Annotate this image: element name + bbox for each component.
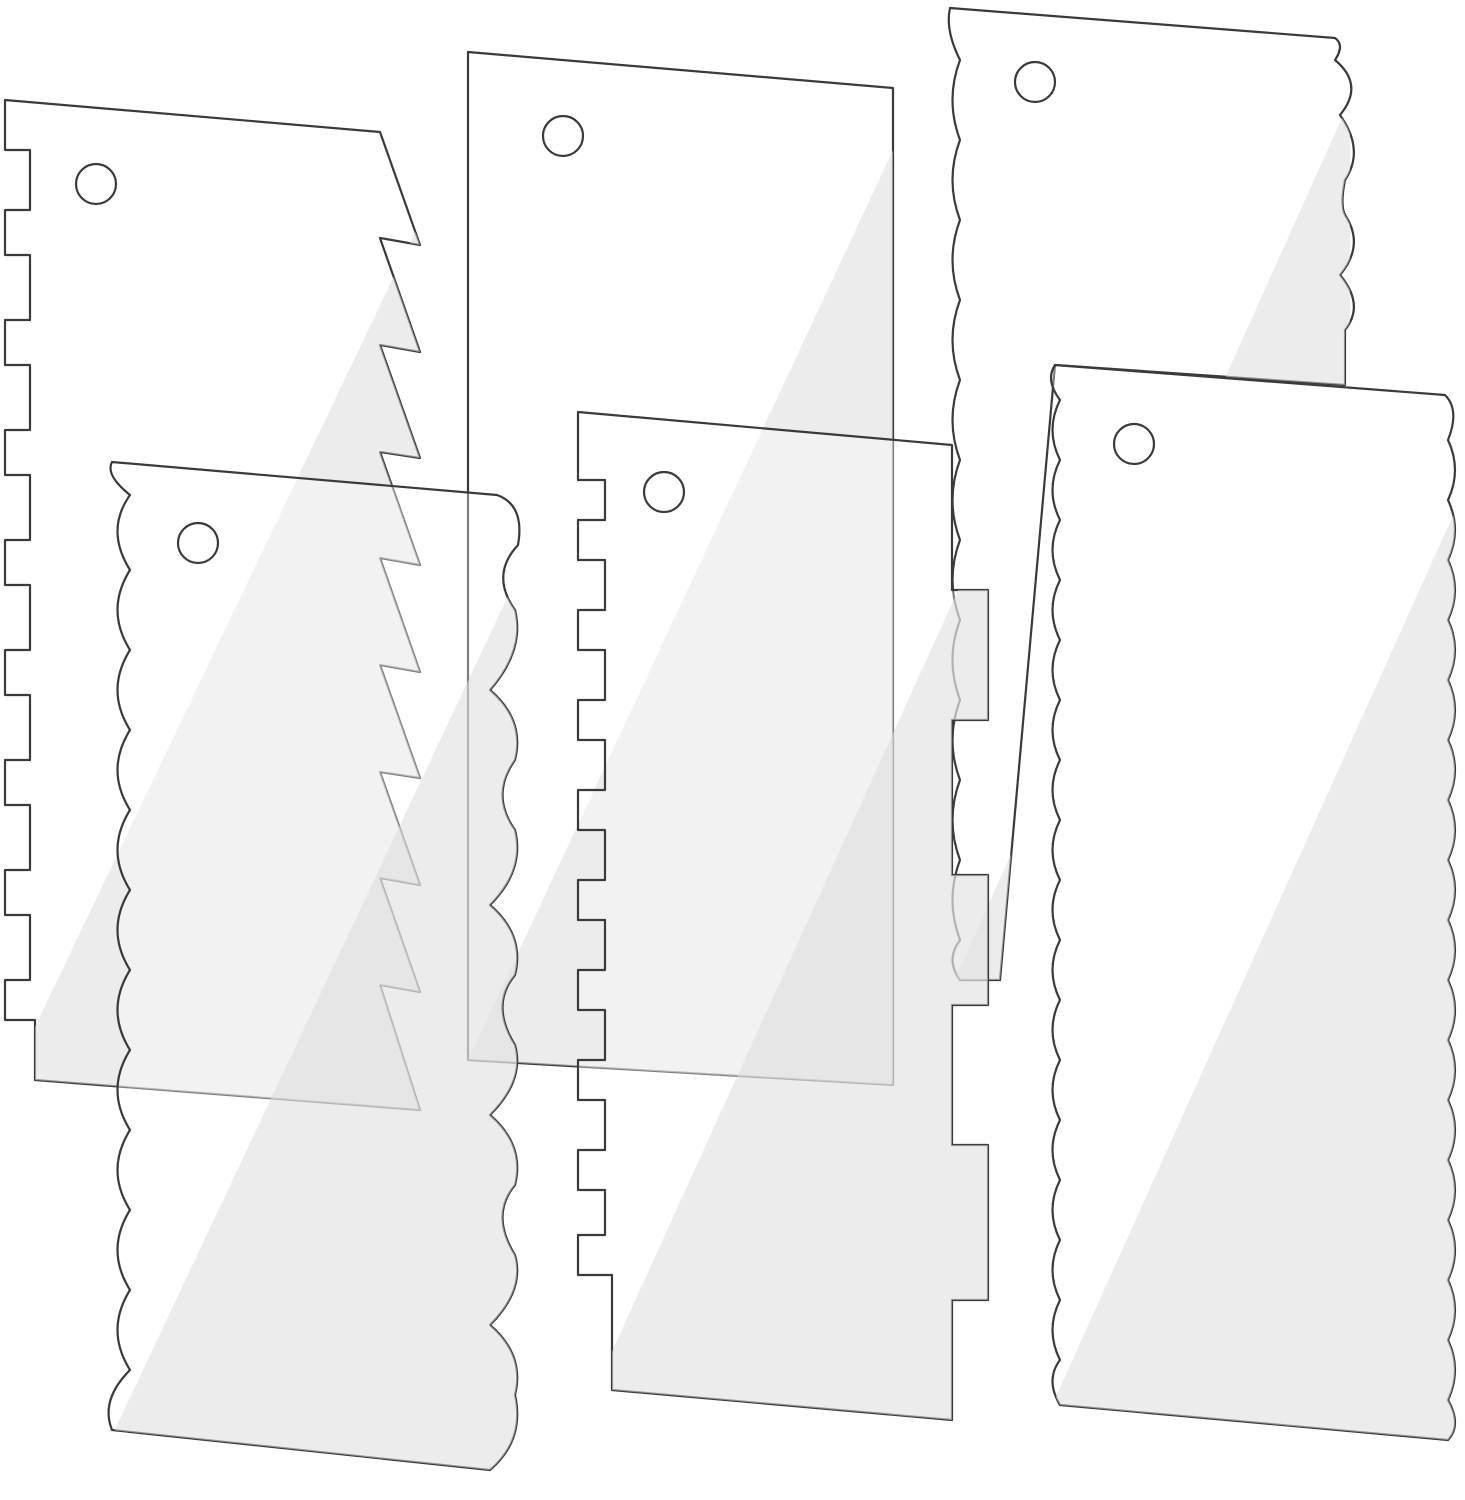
hang-hole-icon: [176, 521, 220, 565]
hang-hole-icon: [642, 470, 686, 514]
hang-hole-icon: [1013, 60, 1057, 104]
notched-comb-scraper: [576, 410, 990, 1422]
zigzag-and-comb-scraper: [3, 98, 422, 1112]
hang-hole-icon: [74, 162, 118, 206]
plain-scraper: [466, 50, 895, 1087]
hang-hole-icon: [541, 114, 585, 158]
hang-hole-icon: [1112, 422, 1156, 466]
fine-wave-scraper: [1049, 363, 1457, 1442]
scallop-scraper: [107, 460, 521, 1472]
